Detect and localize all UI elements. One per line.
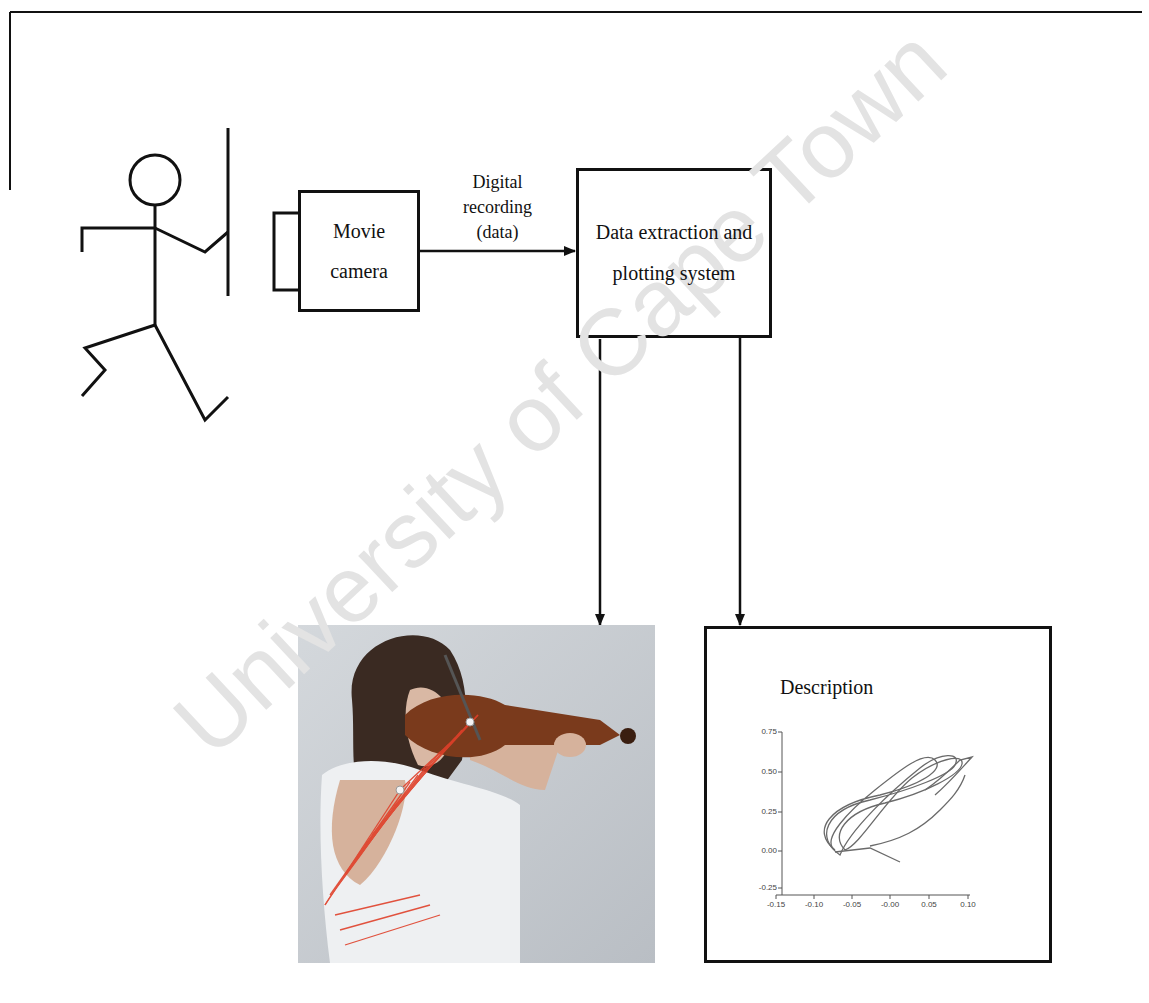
axis-tick-label: 0.00 (761, 847, 777, 855)
axis-tick-label: -0.15 (767, 901, 785, 909)
watermark: University of Cape Town (158, 13, 962, 772)
camera-lens (274, 213, 298, 290)
node-text: Movie camera (311, 211, 407, 291)
arrow-connector (420, 250, 575, 253)
plot-axes (776, 732, 970, 899)
axis-tick-label: -0.05 (843, 901, 861, 909)
violinist-photo (298, 625, 655, 963)
axis-tick-label: -0.10 (805, 901, 823, 909)
axis-tick-label: 0.05 (921, 901, 937, 909)
axis-tick-label: -0.25 (759, 884, 777, 892)
axis-tick-label: 0.25 (761, 808, 777, 816)
camera-box: Movie camera (298, 190, 420, 312)
page-frame (10, 12, 1142, 190)
axis-tick-label: 0.10 (960, 901, 976, 909)
node-text: Data extraction and plotting system (589, 212, 759, 294)
description-box: Description (704, 626, 1052, 963)
node-text: Description (780, 675, 1039, 699)
plot-trace (824, 756, 972, 862)
axis-tick-label: -0.00 (881, 901, 899, 909)
axis-tick-label: 0.75 (761, 728, 777, 736)
edge-label: Digital recording (data) (443, 170, 553, 245)
arrow-connector (739, 338, 742, 625)
axis-tick-label: 0.50 (761, 768, 777, 776)
stick-figure (82, 128, 228, 420)
